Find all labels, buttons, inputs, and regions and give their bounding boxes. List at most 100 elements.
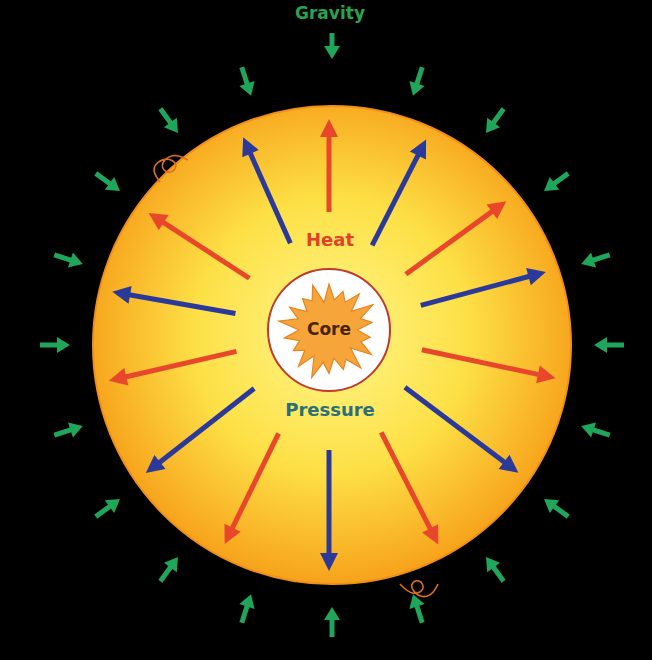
- arrow-shaft: [129, 295, 235, 314]
- gravity-arrow-set: [40, 33, 624, 637]
- gravity-arrow: [40, 337, 70, 353]
- gravity-arrow: [96, 173, 120, 191]
- arrow-shaft: [593, 255, 610, 261]
- arrow-shaft: [372, 155, 418, 246]
- arrow-head: [422, 524, 438, 544]
- arrow-shaft: [242, 606, 248, 623]
- gravity-arrow: [324, 33, 340, 59]
- gravity-arrow: [160, 557, 178, 581]
- heat-arrow: [422, 350, 556, 383]
- arrow-shaft: [405, 387, 505, 462]
- arrow-shaft: [330, 33, 335, 47]
- pressure-arrow: [146, 388, 254, 473]
- arrow-head: [594, 337, 607, 353]
- sun-body: HeatPressureCore: [92, 105, 572, 585]
- gravity-arrow: [96, 499, 120, 517]
- arrow-shaft: [417, 67, 423, 84]
- arrow-head: [487, 201, 507, 219]
- gravity-arrow: [544, 499, 568, 517]
- core-starburst: [279, 284, 373, 377]
- gravity-arrow: [54, 252, 83, 267]
- arrow-head: [68, 252, 83, 267]
- arrow-head: [320, 553, 338, 571]
- arrow-head: [239, 81, 254, 96]
- arrow-head: [149, 213, 169, 230]
- arrow-head: [320, 119, 338, 137]
- arrow-shaft: [493, 109, 504, 124]
- pressure-arrow: [320, 450, 338, 571]
- gravity-arrow: [486, 109, 504, 133]
- gravity-arrow: [544, 173, 568, 191]
- arrow-shaft: [125, 351, 236, 377]
- arrow-shaft: [160, 567, 171, 582]
- arrow-shaft: [417, 606, 423, 623]
- arrow-head: [57, 337, 70, 353]
- arrow-head: [105, 499, 120, 513]
- gravity-arrow: [160, 109, 178, 133]
- pressure-arrow: [112, 286, 235, 313]
- gravity-arrow: [324, 607, 340, 637]
- arrow-head: [499, 455, 519, 473]
- core-label: Core: [307, 320, 351, 340]
- arrow-head: [164, 118, 178, 133]
- arrow-head: [486, 557, 500, 572]
- arrow-shaft: [327, 450, 332, 554]
- gravity-arrow: [409, 594, 424, 623]
- arrow-head: [486, 118, 500, 133]
- heat-pressure-arrows: [109, 119, 556, 571]
- arrow-shaft: [381, 432, 430, 529]
- arrow-head: [544, 177, 559, 191]
- arrow-head: [239, 594, 254, 609]
- heat-arrow: [406, 201, 506, 274]
- arrow-shaft: [406, 211, 493, 274]
- pressure-arrow: [421, 268, 546, 306]
- gravity-label: Gravity: [295, 4, 365, 24]
- arrow-head: [410, 140, 426, 160]
- arrow-shaft: [330, 619, 335, 637]
- arrow-head: [581, 422, 596, 437]
- heat-arrow: [149, 213, 250, 278]
- arrow-shaft: [327, 136, 332, 212]
- arrow-head: [225, 524, 241, 544]
- pressure-arrow: [405, 387, 519, 473]
- arrow-head: [109, 368, 129, 386]
- arrow-head: [324, 607, 340, 620]
- heat-arrow: [381, 432, 438, 544]
- arrow-shaft: [96, 173, 111, 184]
- gravity-arrow: [239, 67, 254, 96]
- solar-prominence: [400, 581, 438, 597]
- arrow-head: [112, 286, 131, 304]
- core-disc: [268, 269, 390, 391]
- gravity-arrow: [581, 422, 610, 437]
- arrow-shaft: [232, 433, 278, 528]
- arrow-shaft: [421, 276, 530, 305]
- gravity-arrow: [54, 422, 83, 437]
- arrow-shaft: [554, 173, 569, 184]
- arrow-head: [146, 455, 166, 473]
- gravity-arrow: [239, 594, 254, 623]
- core-circle: Core: [267, 268, 391, 392]
- heat-arrow: [225, 433, 279, 544]
- solar-prominence: [154, 155, 188, 182]
- arrow-shaft: [606, 343, 624, 348]
- heat-arrow: [109, 351, 237, 385]
- pressure-arrow: [372, 140, 426, 246]
- arrow-head: [242, 137, 258, 157]
- arrow-head: [526, 268, 546, 285]
- arrow-shaft: [593, 430, 610, 436]
- arrow-shaft: [54, 430, 71, 436]
- arrow-head: [324, 46, 340, 59]
- arrow-shaft: [554, 506, 569, 517]
- arrow-shaft: [159, 388, 254, 462]
- gravity-arrow: [581, 252, 610, 267]
- arrow-head: [164, 557, 178, 572]
- arrow-head: [68, 422, 83, 437]
- arrow-head: [536, 366, 556, 384]
- arrow-head: [581, 252, 596, 267]
- arrow-shaft: [40, 343, 58, 348]
- arrow-shaft: [493, 567, 504, 582]
- gravity-arrow: [594, 337, 624, 353]
- arrow-shaft: [54, 255, 71, 261]
- pressure-label: Pressure: [285, 400, 375, 421]
